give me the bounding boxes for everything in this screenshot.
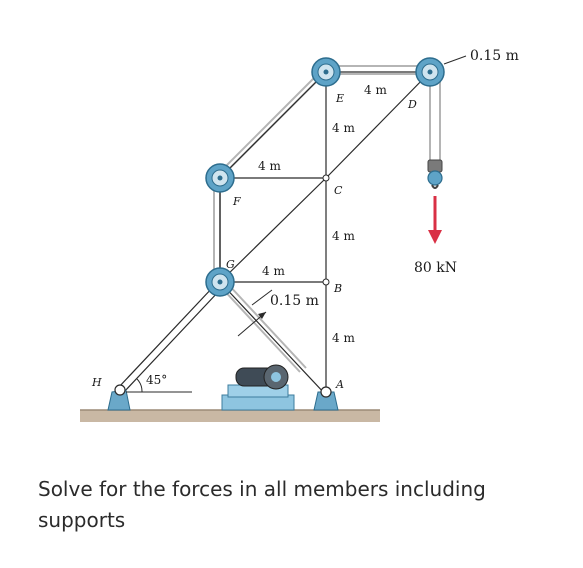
label-b: B xyxy=(333,282,342,295)
angle-label: 45° xyxy=(146,373,167,387)
pulley-d xyxy=(415,57,445,87)
cable xyxy=(213,65,441,373)
load-arrow xyxy=(428,196,442,244)
pulley-f xyxy=(205,163,235,193)
truss-members xyxy=(219,71,431,396)
dim-ec: 4 m xyxy=(332,121,355,135)
dim-015-mid: 0.15 m xyxy=(270,293,319,309)
member-hg xyxy=(117,285,221,393)
joint-c xyxy=(322,174,330,182)
leader-015-mid xyxy=(251,289,273,306)
support-a xyxy=(313,386,339,411)
problem-statement: Solve for the forces in all members incl… xyxy=(38,477,486,532)
load-label: 80 kN xyxy=(414,260,457,276)
label-h: H xyxy=(91,376,102,389)
dim-fc: 4 m xyxy=(258,159,281,173)
angle-arc xyxy=(136,378,143,393)
dim-gb: 4 m xyxy=(262,264,285,278)
ground-slab xyxy=(80,410,380,422)
joint-b xyxy=(322,278,330,286)
dim-ba: 4 m xyxy=(332,331,355,345)
leader-015-top xyxy=(443,55,467,65)
dim-ed: 4 m xyxy=(364,83,387,97)
label-e: E xyxy=(335,92,344,105)
hook-block xyxy=(427,159,443,189)
label-g: G xyxy=(226,258,235,271)
member-ga xyxy=(219,281,327,396)
label-d: D xyxy=(407,98,417,111)
dim-015-top: 0.15 m xyxy=(470,48,519,64)
member-cd xyxy=(325,71,431,179)
support-h xyxy=(107,384,131,411)
member-gc xyxy=(219,177,327,283)
label-a: A xyxy=(335,378,344,391)
dim-cb: 4 m xyxy=(332,229,355,243)
label-f: F xyxy=(232,195,241,208)
winch xyxy=(221,364,295,411)
label-c: C xyxy=(334,184,343,197)
pulley-e xyxy=(311,57,341,87)
member-ef xyxy=(219,71,327,179)
pulley-g xyxy=(205,267,235,297)
pointer-arrow xyxy=(237,311,267,337)
